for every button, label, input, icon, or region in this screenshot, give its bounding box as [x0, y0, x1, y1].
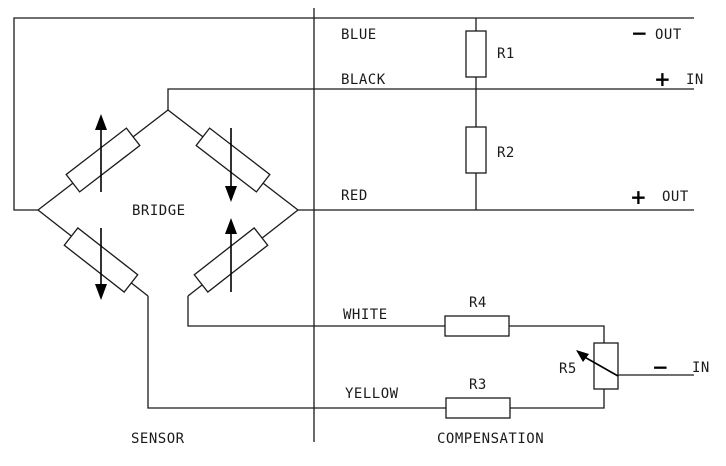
r3-label: R3 — [469, 377, 487, 393]
minus-icon: − — [652, 355, 669, 379]
yellow-label: YELLOW — [345, 386, 399, 402]
arrow-up-icon — [225, 218, 237, 292]
out-negative-label: OUT — [655, 27, 682, 43]
r2-resistor — [465, 126, 487, 174]
r4-label: R4 — [469, 295, 487, 311]
arrow-down-icon — [225, 128, 237, 202]
r2-label: R2 — [497, 145, 515, 161]
blue-label: BLUE — [341, 27, 377, 43]
gauge-top-right — [195, 127, 271, 193]
in-positive-label: IN — [686, 72, 704, 88]
compensation-label: COMPENSATION — [437, 431, 544, 447]
plus-icon: + — [630, 185, 647, 209]
out-positive-label: OUT — [662, 189, 689, 205]
bridge-label: BRIDGE — [132, 203, 186, 219]
plus-icon: + — [654, 67, 671, 91]
blue-wire — [13, 17, 694, 211]
wiper-arrow-icon — [576, 350, 619, 377]
r5-label: R5 — [559, 361, 577, 377]
in-negative-label: IN — [692, 360, 710, 376]
white-label: WHITE — [343, 307, 388, 323]
r4-resistor — [444, 315, 510, 337]
black-label: BLACK — [341, 72, 386, 88]
white-wire — [187, 296, 605, 343]
black-wire — [167, 88, 694, 110]
minus-icon: − — [631, 21, 648, 45]
sensor-label: SENSOR — [131, 431, 185, 447]
r5-potentiometer — [593, 342, 619, 390]
r1-resistor — [465, 30, 487, 78]
yellow-wire — [147, 296, 605, 409]
r1-label: R1 — [497, 46, 515, 62]
red-label: RED — [341, 188, 368, 204]
gauge-top-left — [65, 127, 141, 193]
arrow-up-icon — [95, 114, 107, 192]
arrow-down-icon — [95, 228, 107, 300]
r3-resistor — [445, 397, 511, 419]
